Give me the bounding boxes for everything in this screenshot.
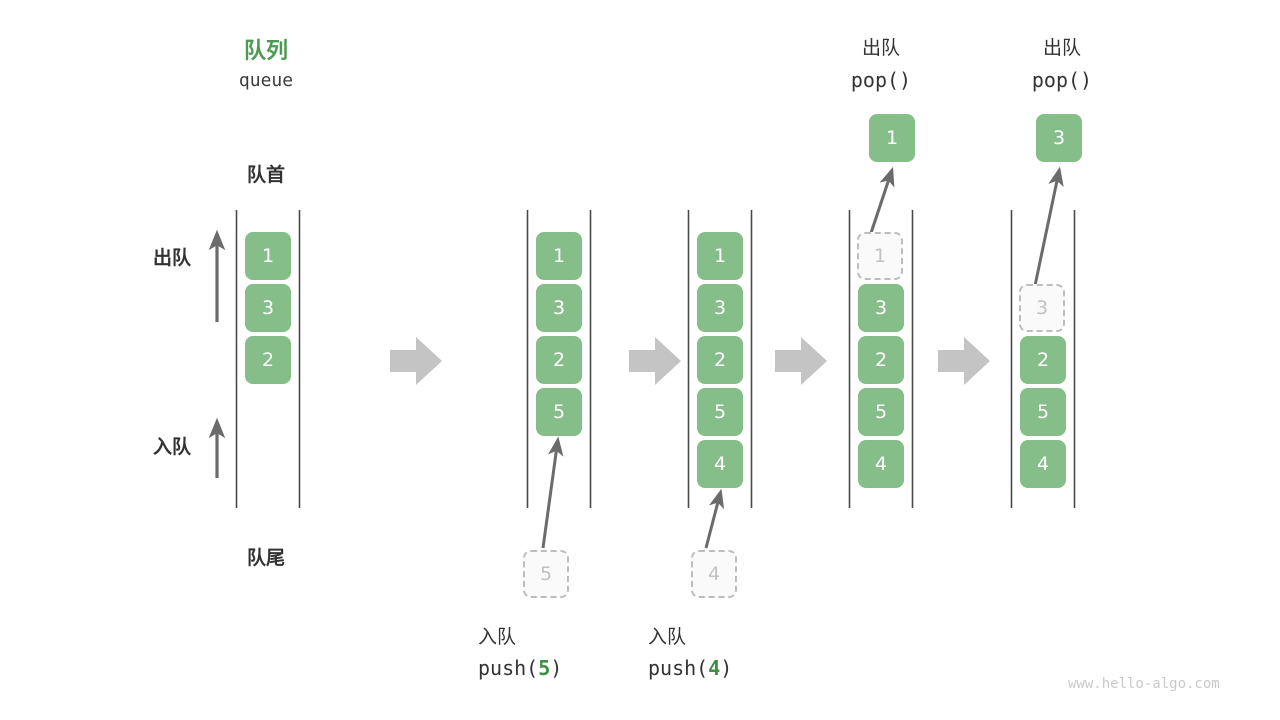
queue-cell-ghost[interactable]: 3	[1019, 284, 1065, 332]
queue-cell[interactable]: 2	[697, 336, 743, 384]
queue-cell[interactable]: 5	[536, 388, 582, 436]
code-arg: 4	[708, 656, 721, 680]
queue-title-en: queue	[238, 70, 294, 91]
queue-cell[interactable]: 4	[697, 440, 743, 488]
queue-front-label: 队首	[246, 164, 285, 186]
code-arg: 5	[538, 656, 551, 680]
code-prefix: push(	[648, 656, 709, 680]
code-suffix: )	[550, 656, 563, 680]
pop-1-header-cn: 出队	[861, 37, 900, 59]
pop-1-header-code: pop()	[850, 68, 912, 92]
queue-cell[interactable]: 1	[697, 232, 743, 280]
enqueue-direction-label: 入队	[152, 436, 191, 458]
incoming-element[interactable]: 4	[691, 550, 737, 598]
queue-cell[interactable]: 2	[858, 336, 904, 384]
code-suffix: )	[720, 656, 733, 680]
flow-arrow-3	[775, 337, 827, 385]
push-5-caption-cn: 入队	[478, 626, 517, 648]
push-5-arrow	[541, 436, 564, 549]
popped-element[interactable]: 1	[869, 114, 915, 162]
queue-rear-label: 队尾	[246, 547, 285, 569]
queue-cell[interactable]: 2	[245, 336, 291, 384]
queue-cell[interactable]: 5	[1020, 388, 1066, 436]
queue-cell[interactable]: 1	[536, 232, 582, 280]
flow-arrow-1	[390, 337, 442, 385]
queue-cell[interactable]: 2	[536, 336, 582, 384]
queue-cell[interactable]: 3	[858, 284, 904, 332]
incoming-element[interactable]: 5	[523, 550, 569, 598]
queue-cell[interactable]: 5	[697, 388, 743, 436]
queue-cell-ghost[interactable]: 1	[857, 232, 903, 280]
popped-element[interactable]: 3	[1036, 114, 1082, 162]
push-4-caption-code: push(4)	[648, 656, 828, 680]
code-prefix: push(	[478, 656, 539, 680]
flow-arrow-4	[938, 337, 990, 385]
queue-cell[interactable]: 4	[858, 440, 904, 488]
pop-3-header-cn: 出队	[1042, 37, 1081, 59]
site-watermark: www.hello-algo.com	[1068, 676, 1220, 692]
push-4-caption-cn: 入队	[648, 626, 687, 648]
pop-3-header-code: pop()	[1031, 68, 1093, 92]
queue-cell[interactable]: 3	[536, 284, 582, 332]
push-5-caption-code: push(5)	[478, 656, 658, 680]
flow-arrow-2	[629, 337, 681, 385]
queue-cell[interactable]: 3	[697, 284, 743, 332]
queue-cell[interactable]: 1	[245, 232, 291, 280]
push-4-arrow	[704, 488, 725, 549]
queue-cell[interactable]: 3	[245, 284, 291, 332]
queue-cell[interactable]: 2	[1020, 336, 1066, 384]
queue-cell[interactable]: 5	[858, 388, 904, 436]
queue-title-cn: 队列	[243, 39, 288, 64]
queue-cell[interactable]: 4	[1020, 440, 1066, 488]
pop-3-arrow	[1030, 166, 1064, 301]
dequeue-direction-label: 出队	[152, 247, 191, 269]
